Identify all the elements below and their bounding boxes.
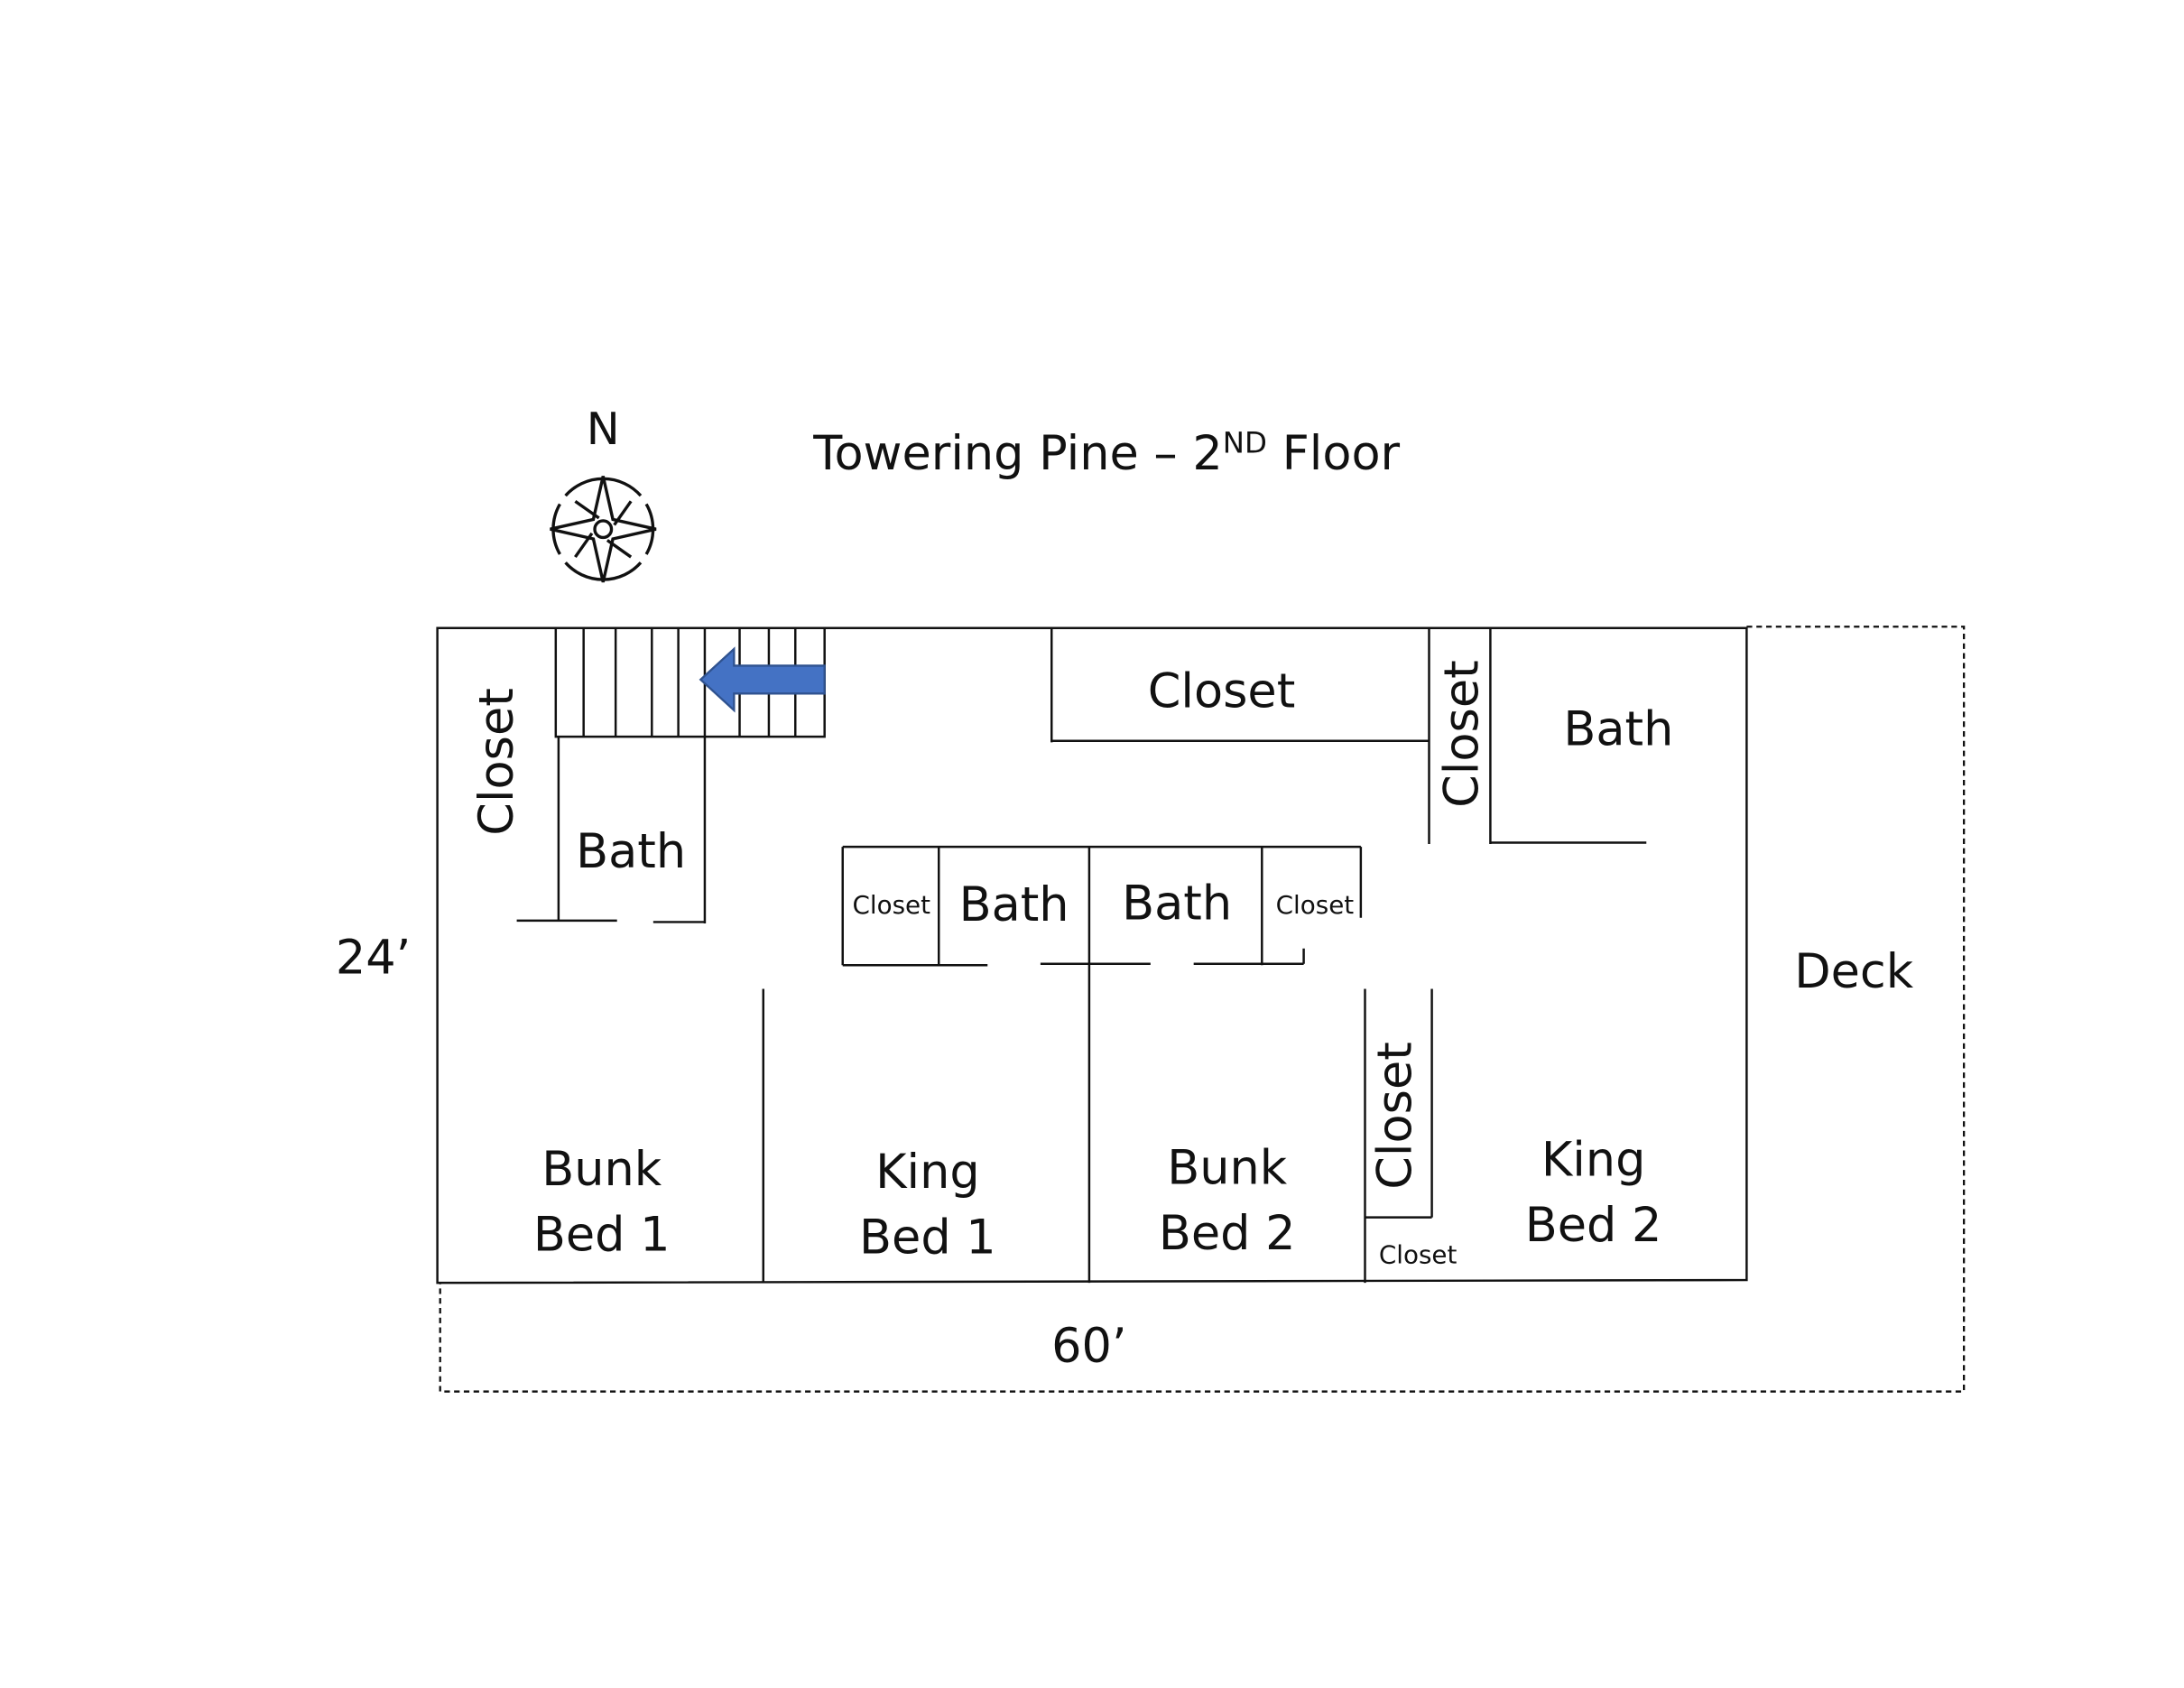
room-bath-ne: Bath: [1563, 701, 1673, 756]
room-closet-ne: Closet: [1435, 660, 1490, 808]
compass-rose-icon: [550, 476, 657, 583]
page-title: Towering Pine – 2ND Floor: [812, 425, 1400, 481]
stair-direction-arrow-icon: [699, 646, 826, 713]
dimension-height: 24’: [336, 931, 411, 986]
room-bath-center-right: Bath: [1122, 876, 1232, 931]
room-closet-se-vertical: Closet: [1367, 1042, 1422, 1190]
room-deck: Deck: [1794, 944, 1914, 999]
room-closet-north: Closet: [1148, 664, 1296, 719]
dimension-width: 60’: [1051, 1319, 1126, 1374]
room-bath-west: Bath: [576, 824, 686, 879]
room-closet-center-right: Closet: [1276, 890, 1355, 920]
room-closet-west: Closet: [469, 688, 524, 836]
room-bath-center-left: Bath: [959, 877, 1069, 932]
room-closet-se-small: Closet: [1379, 1240, 1458, 1270]
compass-north-label: N: [587, 403, 620, 455]
room-closet-center-left: Closet: [852, 890, 930, 920]
